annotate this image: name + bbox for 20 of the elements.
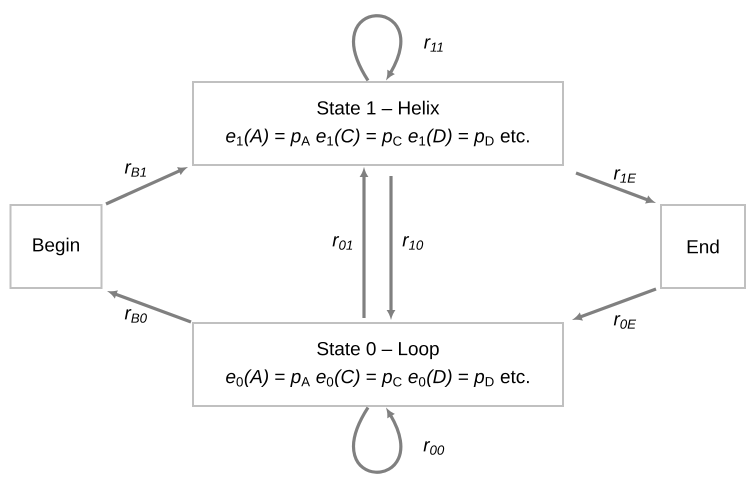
state-box: State 0 – Loop e$_{0}$(A) = p$_{A}$ e$_{0}$(C) = p$_{C}$ e$_{0}$(D) = p$_{D}$ etc. (192, 322, 564, 407)
arrow (574, 287, 657, 320)
state-box: State 1 – Helix e$_{1}$(A) = p$_{A}$ e$_{1}$(C) = p$_{C}$ e$_{1}$(D) = p$_{D}$ etc. (192, 80, 564, 166)
edge-label: r$_{B0}$ (124, 308, 148, 324)
arrow (105, 167, 186, 206)
arrow (352, 14, 402, 82)
edge-label: r$_{11}$ (422, 37, 446, 53)
arrow (109, 290, 192, 324)
edge-label: r$_{01}$ (331, 235, 355, 251)
arrow (575, 171, 654, 204)
edge-label: r$_{B1}$ (124, 162, 148, 178)
arrow (352, 406, 402, 474)
state-box: End (660, 204, 746, 289)
state-box: Begin (10, 204, 102, 289)
edge-label: r$_{10}$ (401, 235, 425, 251)
edge-label: r$_{1E}$ (612, 168, 638, 184)
edge-label: r$_{00}$ (422, 440, 446, 456)
arrow (360, 169, 368, 318)
arrow (387, 176, 395, 318)
edge-label: r$_{0E}$ (612, 314, 638, 330)
